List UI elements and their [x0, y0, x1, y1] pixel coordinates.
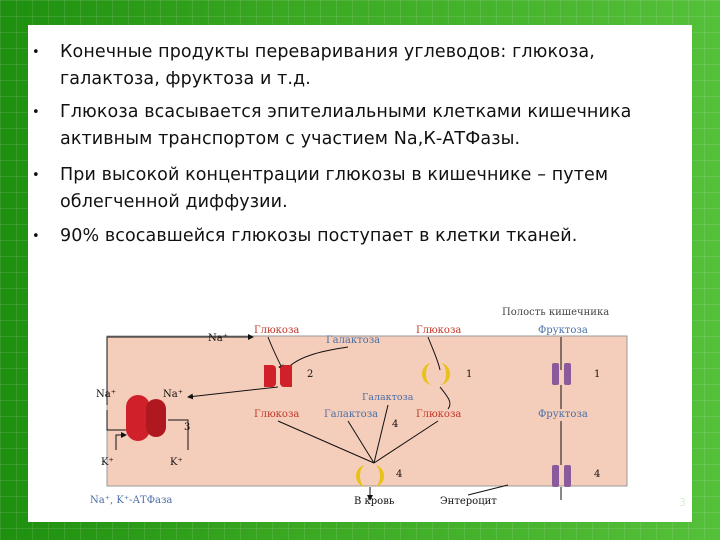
na-pump-line: [106, 410, 126, 431]
number-1a: 1: [466, 369, 472, 380]
bullet-dot: •: [32, 105, 40, 120]
k-inner-label: K⁺: [170, 457, 183, 468]
k-in-arrow: [115, 432, 127, 450]
bullet-text-line: Конечные продукты переваривания углеводо…: [60, 42, 595, 62]
bullet-dot: •: [32, 45, 40, 60]
glucose-2-to-blood-line: [373, 420, 439, 464]
glucose-mid-label: Глюкоза: [254, 409, 299, 420]
bullet-text-line: Глюкоза всасывается эпителиальными клетк…: [60, 102, 632, 122]
fructose-transporter-icon: [552, 363, 571, 385]
number-3: 3: [184, 422, 190, 433]
glucose-mid-label-2: Глюкоза: [416, 409, 461, 420]
number-2: 2: [307, 369, 313, 380]
na-top-label: Na⁺: [208, 333, 228, 344]
galactose-2-to-blood-line: [373, 404, 389, 464]
glut-down-line: [439, 386, 451, 410]
number-1b: 1: [594, 369, 600, 380]
number-4b: 4: [396, 469, 402, 480]
number-4a: 4: [392, 419, 398, 430]
blood-label: В кровь: [354, 496, 395, 507]
k-pump-line: [168, 419, 189, 450]
sglt-transporter-icon: [264, 365, 292, 387]
number-4c: 4: [594, 469, 600, 480]
glut-transporter-icon: [421, 363, 451, 386]
bullet-dot: •: [32, 229, 40, 244]
bullet-text-line: облегченной диффузии.: [60, 192, 288, 212]
slide: • Конечные продукты переваривания углево…: [28, 25, 692, 522]
page-number: 3: [679, 496, 686, 509]
glucose-top-label-2: Глюкоза: [416, 325, 461, 336]
glut-basal-transporter-icon: [356, 465, 384, 487]
glucose-top-label: Глюкоза: [254, 325, 299, 336]
na-inner-label: Na⁺: [163, 389, 183, 400]
bullet-text-line: галактоза, фруктоза и т.д.: [60, 69, 311, 89]
galactose-mid-label: Галактоза: [362, 392, 414, 403]
k-left-label: K⁺: [101, 457, 114, 468]
glucose-to-blood-line: [277, 420, 375, 464]
galactose-top-label: Галактоза: [326, 335, 380, 346]
na-inner-arrow: [187, 386, 279, 400]
fructose-basal-transporter-icon: [552, 465, 571, 487]
glucose-arrow-2: [427, 336, 441, 371]
na-k-atpase-icon: [126, 395, 166, 441]
bullet-text-line: активным транспортом с участием Na,К-АТФ…: [60, 129, 521, 149]
fructose-mid-label: Фруктоза: [538, 409, 588, 420]
lumen-label: Полость кишечника: [502, 307, 609, 318]
glucose-absorption-diagram: Полость кишечника Na⁺ Глюкоза Галактоза …: [90, 307, 628, 507]
bullet-text-line: При высокой концентрации глюкозы в кишеч…: [60, 165, 609, 185]
na-return-line: [106, 336, 246, 405]
atpase-label: Na⁺, K⁺-АТФаза: [90, 495, 172, 506]
galactose-mid-label-2: Галактоза: [324, 409, 378, 420]
galactose-to-blood-line: [347, 420, 375, 464]
bullet-dot: •: [32, 168, 40, 183]
enterocyte-pointer: [467, 484, 509, 496]
enterocyte-cell: [106, 335, 628, 487]
na-left-label: Na⁺: [96, 389, 116, 400]
enterocyte-label: Энтероцит: [440, 496, 497, 507]
fructose-top-label: Фруктоза: [538, 325, 588, 336]
bullet-text-line: 90% всосавшейся глюкозы поступает в клет…: [60, 226, 578, 246]
